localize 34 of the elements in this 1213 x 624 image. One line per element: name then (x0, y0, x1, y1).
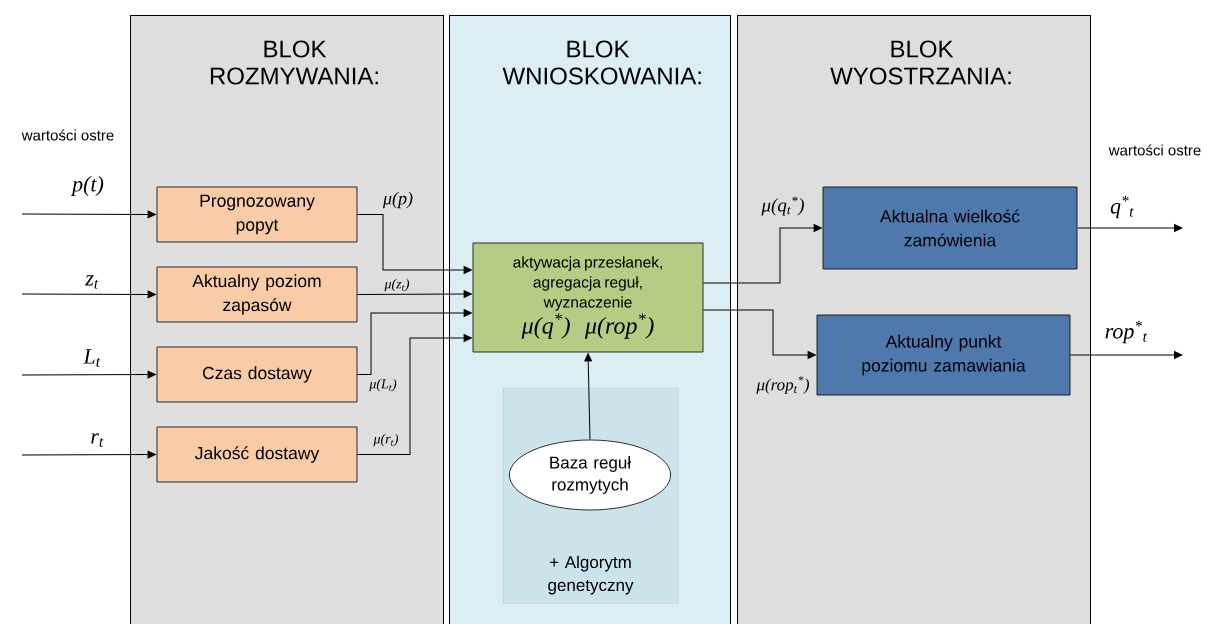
arrow (1076, 224, 1183, 232)
side-label: wartości ostre (21, 129, 114, 141)
edge-label: μ(q$_{t}$$^{*}$) (761, 196, 804, 216)
arrow (702, 224, 822, 284)
edge-label: μ(z$_{t}$) (384, 278, 410, 292)
process-box: Aktualny poziom zapasów (156, 266, 358, 323)
arrow (356, 290, 472, 298)
arrow (356, 334, 472, 455)
arrow (21, 450, 156, 459)
arrow (356, 214, 472, 274)
arrow (21, 290, 156, 299)
side-label: wartości ostre (1108, 144, 1201, 156)
arrow (1069, 351, 1183, 359)
edge-label: r$_{t}$ (91, 433, 104, 447)
edge-label: μ(p) (383, 191, 413, 209)
arrow (584, 353, 593, 441)
output-box: Aktualna wielkość zamówienia (822, 186, 1078, 270)
edge-label: z$_{t}$ (85, 275, 99, 289)
edge-label: μ(L$_{t}$) (369, 378, 397, 392)
edge-label: q$^{*}$t (1110, 195, 1134, 219)
edge-label: p(t) (70, 176, 104, 196)
arrow (21, 210, 156, 219)
output-box: Aktualny punkt poziomu zamawiania (816, 314, 1071, 396)
inference-box: aktywacja przesłanek, agregacja reguł, wyznaczenie μ(q$^{*}$) μ(rop$^{*}$) (472, 242, 704, 353)
edge-label: L$_{t}$ (83, 349, 101, 367)
edge-label: rop$^{*}$t (1105, 320, 1148, 344)
edge-label: μ(r$_{t}$) (373, 433, 399, 447)
arrow (702, 309, 816, 359)
arrow (356, 309, 472, 375)
edge-label: μ(rop$_{t}$$^{*}$) (756, 376, 810, 394)
arrow (21, 370, 156, 379)
process-box: Czas dostawy (156, 346, 358, 403)
process-box: Prognozowany popyt (156, 186, 358, 243)
process-box: Jakość dostawy (156, 426, 358, 483)
